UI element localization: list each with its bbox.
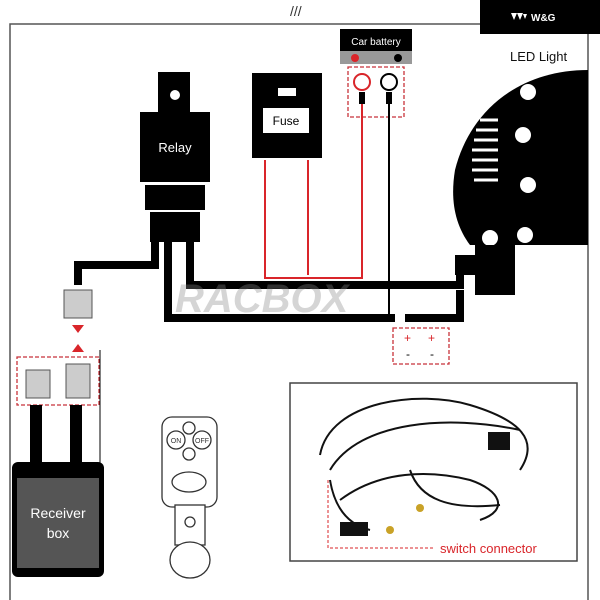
fuse: Fuse xyxy=(252,73,322,158)
led-light-label: LED Light xyxy=(510,49,567,64)
plus-sign: + xyxy=(404,331,411,345)
brand-name: W&G xyxy=(531,13,556,24)
wires xyxy=(74,104,464,322)
car-battery: Car battery xyxy=(340,29,412,118)
arrow-down-icon xyxy=(72,325,84,333)
watermark: RACBOX xyxy=(175,277,351,321)
led-connector: + + - - xyxy=(392,327,450,365)
header-slashes: /// xyxy=(290,3,302,19)
car-battery-label: Car battery xyxy=(351,37,400,48)
relay-label: Relay xyxy=(158,140,192,155)
relay: Relay xyxy=(140,72,210,242)
minus-sign-2: - xyxy=(430,347,434,361)
wiring-harness-photo: switch connector xyxy=(289,382,578,562)
brand-badge: W&G xyxy=(480,0,600,34)
triangles-logo-icon xyxy=(511,13,527,20)
switch-connector-label: switch connector xyxy=(440,541,537,556)
negative-terminal-icon xyxy=(394,54,402,62)
fuse-label: Fuse xyxy=(273,114,300,128)
receiver-label-1: Receiver xyxy=(30,505,86,521)
remote-on-button: ON xyxy=(171,438,182,445)
minus-sign: - xyxy=(406,347,410,361)
frame-line xyxy=(9,23,480,600)
remote-off-button: OFF xyxy=(195,438,209,445)
led-light-icon xyxy=(453,70,588,295)
positive-terminal-icon xyxy=(351,54,359,62)
plus-sign-2: + xyxy=(428,331,435,345)
remote-control-icon: ON OFF xyxy=(161,416,218,579)
receiver-label-2: box xyxy=(47,525,70,541)
arrow-up-icon xyxy=(72,344,84,352)
receiver-box: Receiver box xyxy=(12,350,104,577)
connector-plug xyxy=(63,289,93,319)
